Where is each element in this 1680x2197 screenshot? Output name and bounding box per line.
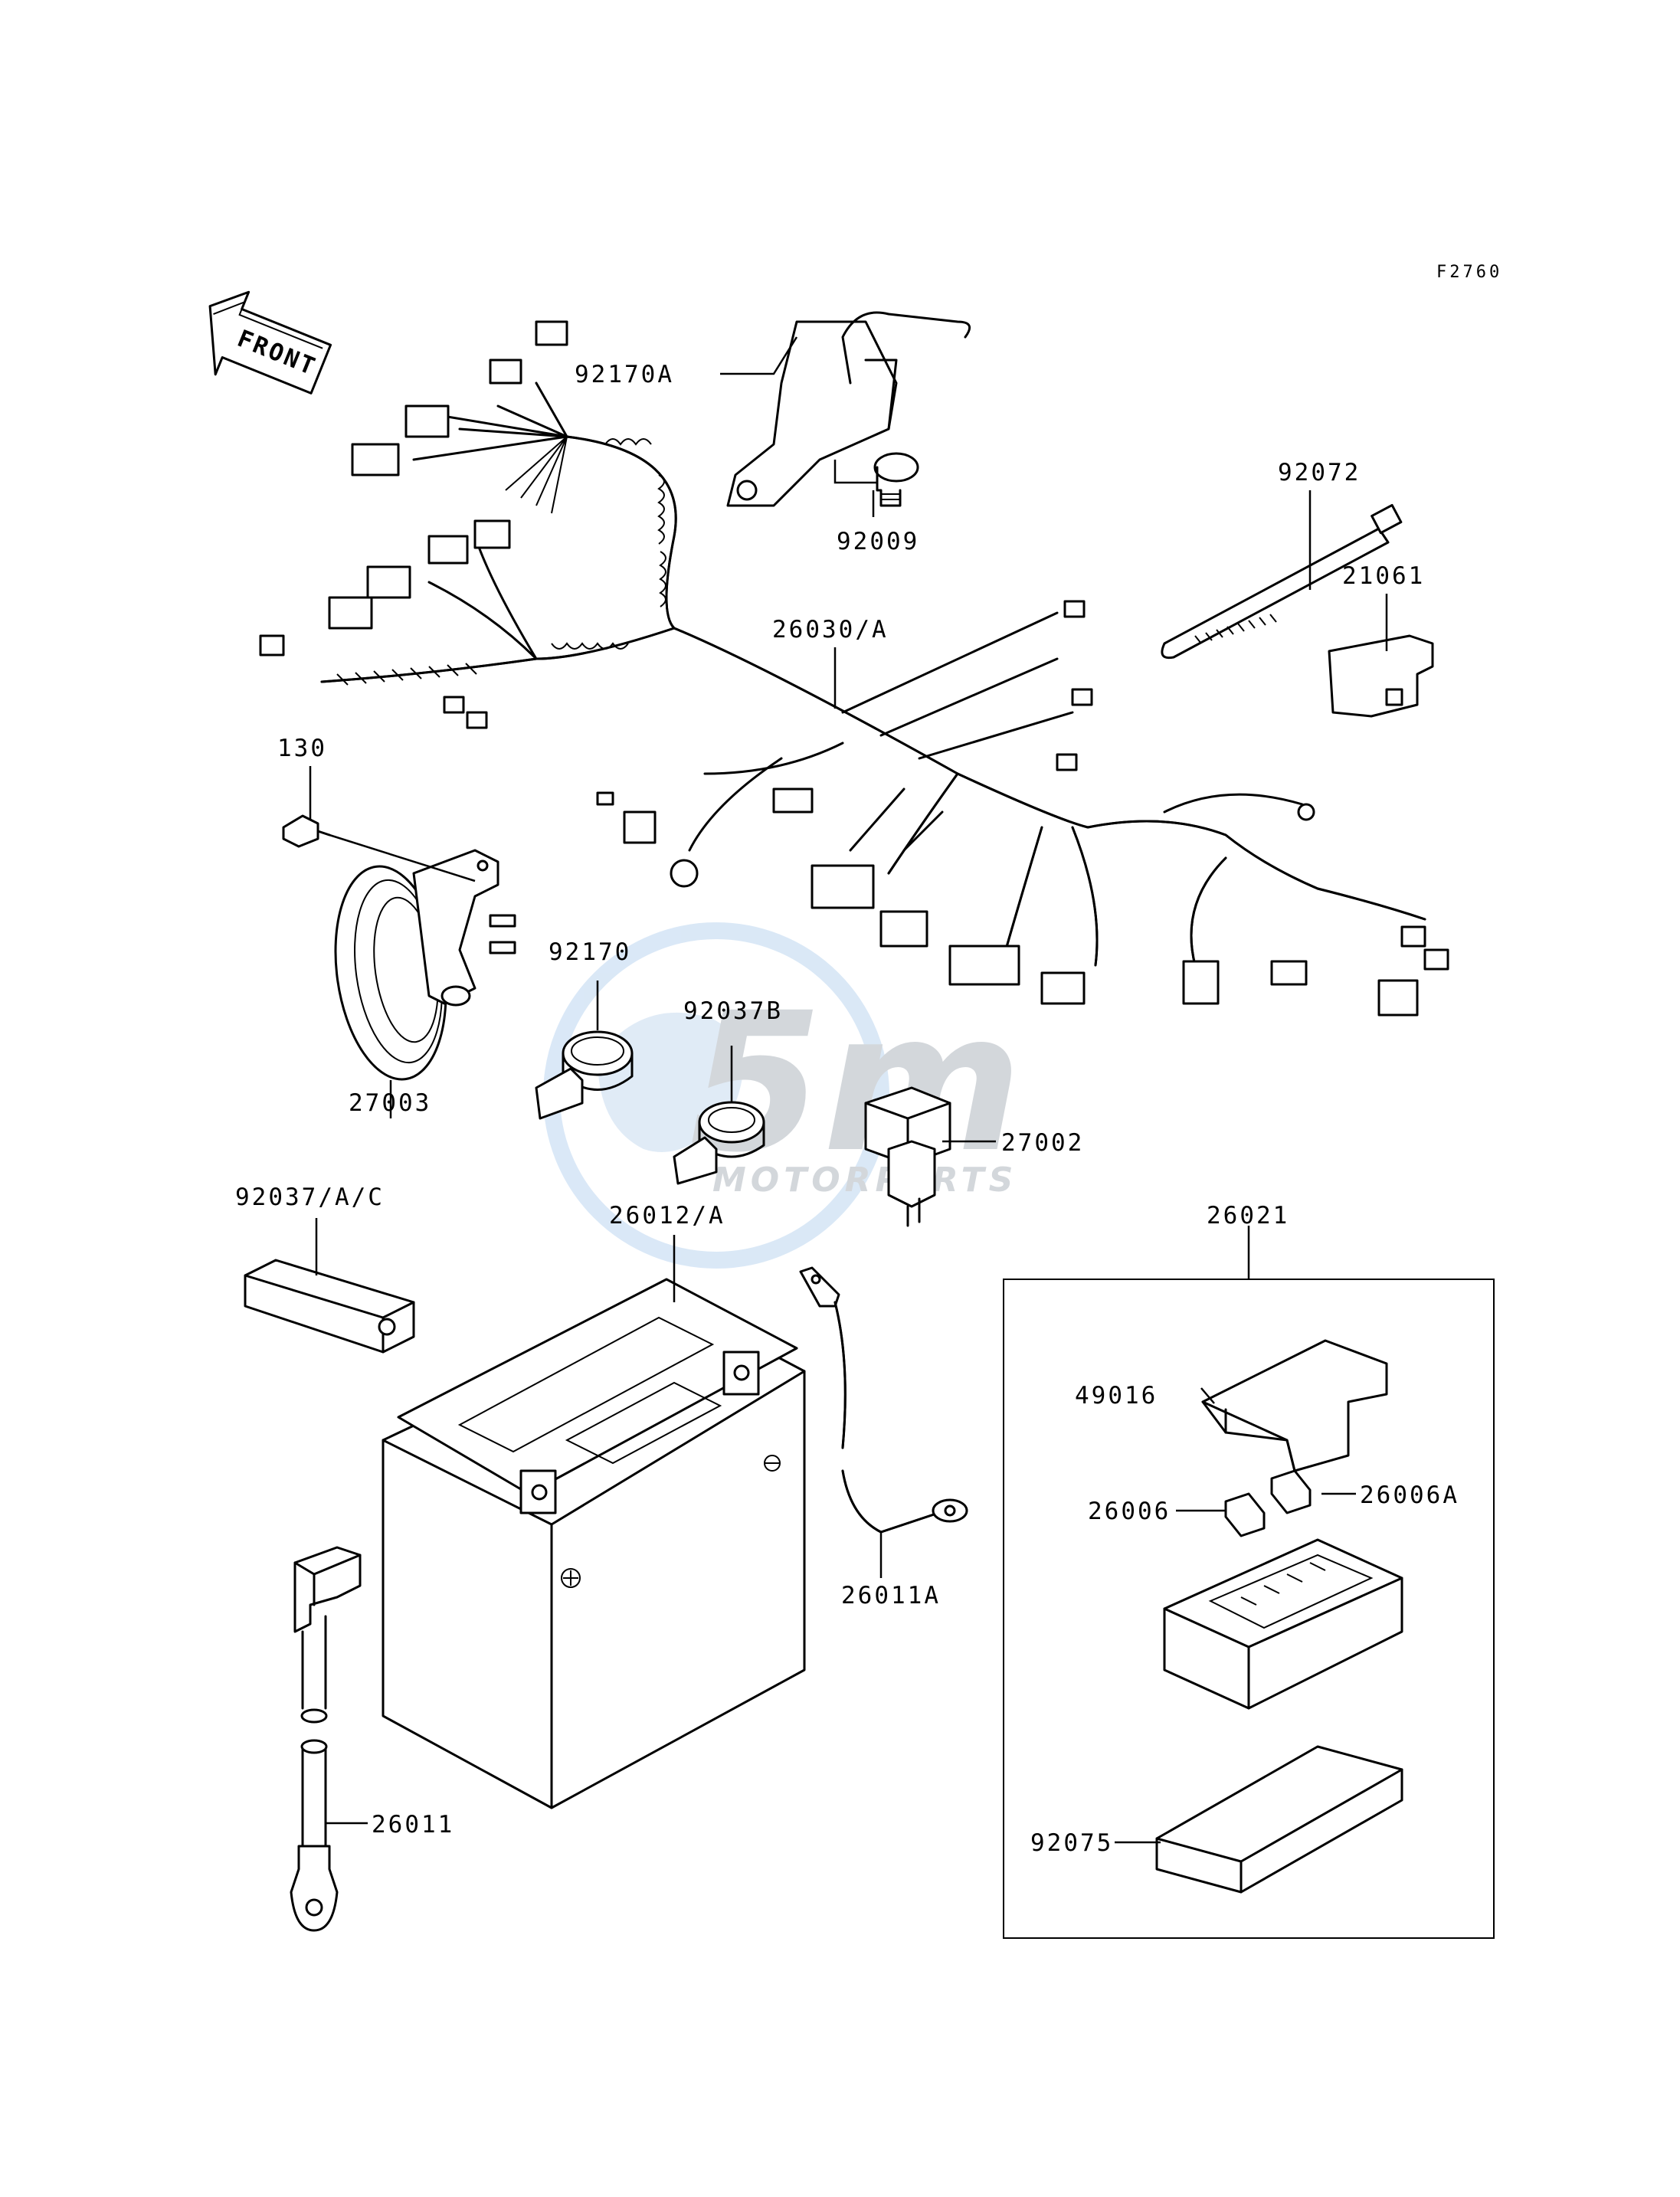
- label-92170: 92170: [549, 938, 631, 966]
- cover-49016: [1201, 1339, 1388, 1472]
- clamp-92170: [535, 1030, 634, 1120]
- cap-21061: [1328, 634, 1434, 718]
- cable-26011a: [799, 1266, 968, 1534]
- bolt-92009: [873, 452, 919, 507]
- label-92037ac: 92037/A/C: [235, 1184, 385, 1211]
- strap-92037ac: [244, 1259, 415, 1354]
- label-92009: 92009: [837, 528, 919, 555]
- leader-lines: [309, 336, 1388, 1844]
- watermark-subtext: MOTORPARTS: [712, 1161, 1017, 1200]
- cable-26011: [290, 1546, 362, 1932]
- label-21061: 21061: [1342, 562, 1425, 590]
- leader-92009-bracket: [833, 460, 877, 484]
- wiring-harness: [259, 320, 1449, 1017]
- fuse-26006a: [1270, 1469, 1312, 1514]
- bolt-130: [282, 814, 331, 848]
- label-92075: 92075: [1030, 1829, 1113, 1857]
- battery-26012a: [382, 1278, 806, 1809]
- label-26006: 26006: [1088, 1498, 1171, 1525]
- label-26012a: 26012/A: [609, 1202, 725, 1229]
- label-27003: 27003: [349, 1089, 431, 1117]
- cover-92075: [1155, 1745, 1403, 1894]
- horn-27003: [334, 849, 516, 1081]
- label-26006a: 26006A: [1360, 1482, 1459, 1509]
- label-26011a: 26011A: [841, 1582, 941, 1609]
- leader-130-horn: [329, 833, 476, 882]
- label-92037b: 92037B: [683, 997, 783, 1025]
- label-27002: 27002: [1001, 1129, 1084, 1157]
- watermark: 5m MOTORPARTS: [543, 922, 1022, 1269]
- label-26030a: 26030/A: [772, 616, 889, 643]
- watermark-logo: 5m: [689, 971, 1022, 1194]
- fuse-26006: [1224, 1492, 1266, 1537]
- label-92072: 92072: [1278, 459, 1361, 486]
- fuse-box: [1163, 1538, 1403, 1710]
- relay-27002: [864, 1086, 951, 1227]
- label-130: 130: [277, 735, 327, 762]
- label-26011: 26011: [372, 1811, 454, 1838]
- bracket-92170a: [726, 311, 971, 507]
- band-92072: [1161, 503, 1403, 660]
- front-arrow-icon: FRONT: [208, 290, 332, 395]
- label-49016: 49016: [1075, 1382, 1158, 1410]
- label-92170a: 92170A: [575, 361, 674, 388]
- figure-code: F2760: [1436, 263, 1502, 282]
- label-26021: 26021: [1207, 1202, 1289, 1229]
